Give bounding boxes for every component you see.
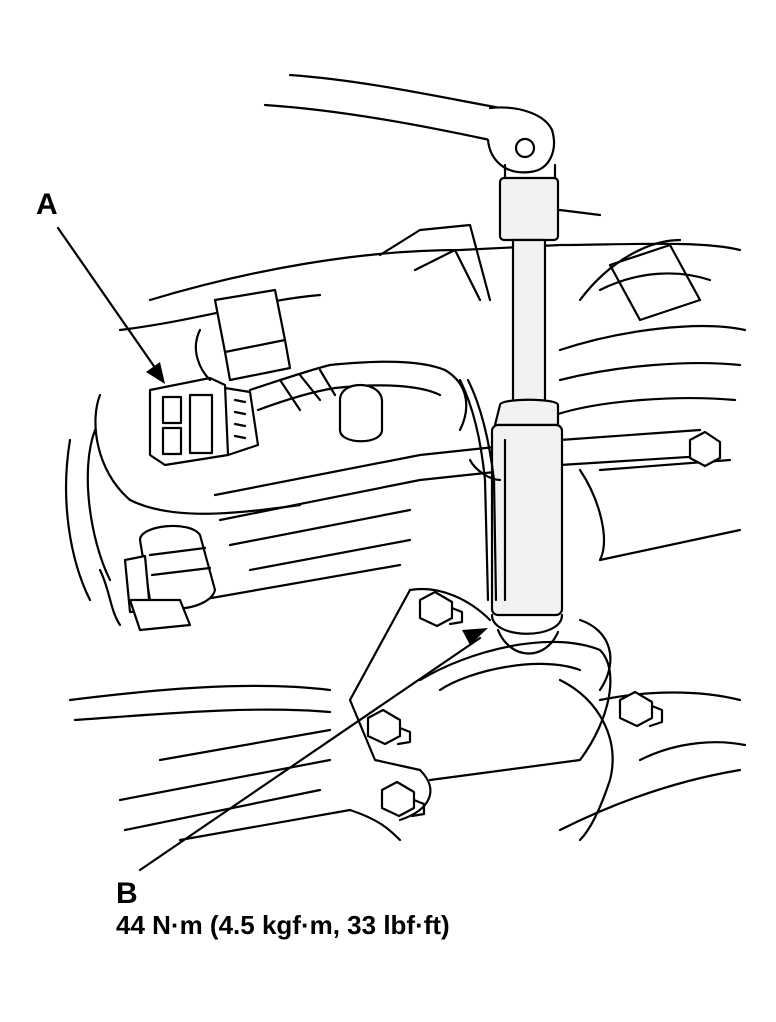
coil-upper [194, 288, 292, 382]
bolt-right [618, 430, 722, 728]
coil-boss [338, 384, 384, 443]
leader-line-b [138, 636, 482, 872]
bolt-lower [380, 780, 426, 818]
callout-label-a: A [36, 188, 58, 221]
bolt-middle [366, 708, 412, 746]
torque-spec: 44 N·m (4.5 kgf·m, 33 lbf·ft) [116, 910, 450, 940]
torque-wrench [263, 73, 564, 655]
connector-a-harness [248, 360, 468, 432]
engine-block [65, 208, 747, 842]
arrowhead-a [146, 362, 165, 384]
connector-lower [98, 524, 217, 632]
callout-label-b: B [116, 877, 138, 910]
arrowhead-b [462, 628, 488, 645]
mount-bracket [348, 587, 614, 842]
leader-line-a [56, 226, 160, 374]
harness-wire [458, 378, 502, 602]
bolt-upper [418, 590, 464, 628]
connector-a [148, 376, 260, 467]
